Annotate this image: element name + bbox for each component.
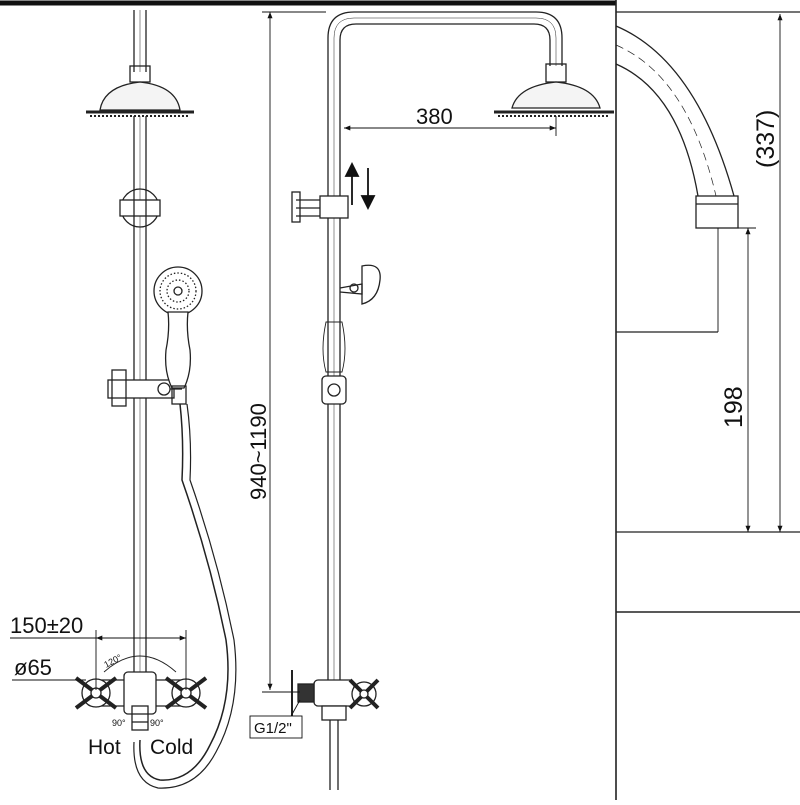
arc-height-label: (337)	[752, 110, 780, 168]
hot-label: Hot	[88, 736, 121, 759]
side-handle-outline	[322, 321, 346, 373]
detail-view	[615, 0, 800, 800]
front-hand-shower	[153, 266, 203, 405]
side-upper-bracket	[291, 191, 349, 223]
front-riser-top	[133, 10, 147, 72]
front-shower-head	[86, 81, 194, 117]
front-hot-handle	[74, 676, 118, 710]
reach-dimension-label: 380	[416, 104, 453, 129]
pipe-drop-label: 198	[720, 386, 748, 428]
slide-direction-arrows	[344, 161, 376, 211]
side-mixer-body	[297, 678, 380, 790]
handle-angle-label: 120°	[102, 652, 123, 670]
front-upper-bracket	[119, 188, 161, 228]
front-slide-holder	[107, 369, 182, 407]
thread-label-box	[249, 715, 303, 739]
side-shower-head	[494, 81, 614, 117]
front-angle-arc	[103, 655, 177, 673]
detail-arc-pipe	[615, 25, 735, 197]
side-slide-holder	[321, 375, 347, 405]
front-view	[74, 10, 237, 789]
side-overhead-arm	[327, 11, 563, 690]
side-dimensions	[262, 11, 557, 719]
side-head-nut	[545, 63, 567, 83]
front-dimensions	[10, 630, 187, 690]
front-cold-handle	[164, 676, 208, 710]
cold-label: Cold	[150, 736, 193, 759]
detail-dimensions	[717, 14, 783, 532]
height-range-label: 940~1190	[246, 403, 271, 500]
side-view	[291, 11, 614, 790]
spacing-dimension-label: 150±20	[10, 613, 83, 638]
thread-leader	[289, 699, 301, 719]
inlet-thread-label: G1/2"	[254, 720, 292, 737]
front-mixer-body	[85, 671, 197, 731]
handle-diameter-label: ø65	[14, 655, 52, 680]
front-hose	[139, 403, 229, 781]
detail-nut	[695, 195, 739, 229]
angle-left-label: 90°	[112, 718, 126, 728]
side-hand-shower	[339, 264, 381, 305]
angle-right-label: 90°	[150, 718, 164, 728]
